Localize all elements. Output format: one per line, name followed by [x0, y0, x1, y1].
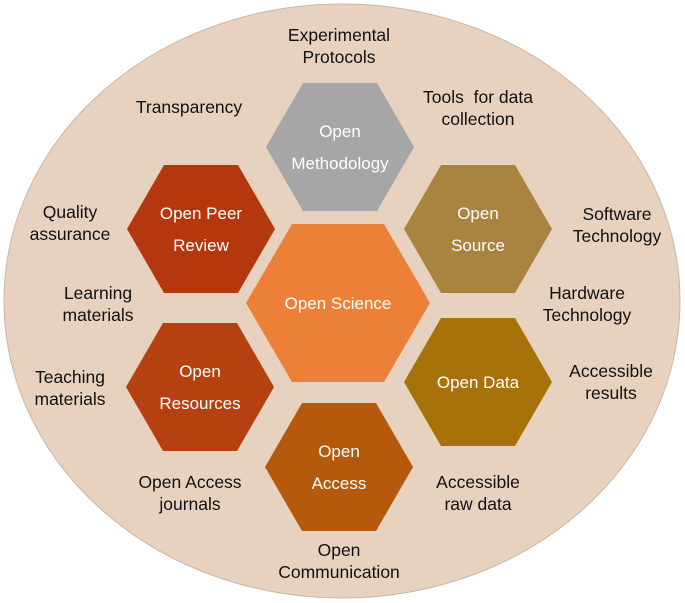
- outer-label-software-technology-line-2: Technology: [573, 226, 662, 246]
- outer-label-tools-for-data-collection-line-2: collection: [442, 109, 515, 129]
- outer-label-tools-for-data-collection-line-1: Tools for data: [423, 87, 533, 107]
- outer-label-transparency: Transparency: [136, 97, 243, 117]
- outer-label-learning-materials-line-2: materials: [63, 305, 134, 325]
- hexagon-shape-lower-left: [126, 323, 274, 451]
- hexagon-shape-top: [266, 83, 414, 211]
- outer-label-hardware-technology-line-2: Technology: [543, 305, 632, 325]
- outer-label-quality-assurance-line-1: Quality: [43, 202, 98, 222]
- hexagon-label-bottom-line-1: Open: [318, 442, 360, 461]
- outer-label-experimental-protocols-line-1: Experimental: [288, 25, 390, 45]
- hexagon-shape-bottom: [265, 403, 413, 531]
- hexagon-shape-upper-left: [127, 165, 275, 293]
- hexagon-label-upper-left-line-1: Open Peer: [160, 204, 243, 223]
- outer-label-quality-assurance-line-2: assurance: [30, 224, 111, 244]
- outer-label-accessible-results-line-2: results: [585, 383, 637, 403]
- hexagon-label-upper-left-line-2: Review: [173, 236, 229, 255]
- outer-label-learning-materials-line-1: Learning: [64, 283, 132, 303]
- hexagon-lower-right: Open Data: [404, 318, 552, 446]
- hexagon-label-center-line-1: Open Science: [285, 294, 392, 313]
- hexagon-label-lower-left-line-1: Open: [179, 362, 221, 381]
- outer-label-open-communication-line-2: Communication: [278, 562, 400, 582]
- hexagon-label-lower-right-line-1: Open Data: [437, 373, 520, 392]
- outer-label-teaching-materials-line-2: materials: [35, 389, 106, 409]
- outer-label-open-communication-line-1: Open: [318, 540, 361, 560]
- hexagon-center: Open Science: [246, 224, 430, 382]
- outer-label-accessible-raw-data-line-2: raw data: [444, 494, 511, 514]
- outer-label-software-technology-line-1: Software: [582, 204, 651, 224]
- hexagon-label-lower-left-line-2: Resources: [159, 394, 240, 413]
- outer-label-teaching-materials-line-1: Teaching: [35, 367, 105, 387]
- hexagon-shape-center: [246, 224, 430, 382]
- hexagon-label-bottom-line-2: Access: [312, 474, 367, 493]
- hexagon-label-upper-right-line-1: Open: [457, 204, 499, 223]
- outer-label-hardware-technology-line-1: Hardware: [549, 283, 625, 303]
- outer-label-experimental-protocols-line-2: Protocols: [303, 47, 376, 67]
- hexagon-label-top-line-1: Open: [319, 122, 361, 141]
- hexagon-shape-lower-right: [404, 318, 552, 446]
- hexagon-shape-upper-right: [404, 165, 552, 293]
- outer-label-accessible-results-line-1: Accessible: [569, 361, 653, 381]
- outer-label-transparency-line-1: Transparency: [136, 97, 243, 117]
- outer-label-open-access-journals-line-2: journals: [158, 494, 221, 514]
- outer-label-accessible-raw-data-line-1: Accessible: [436, 472, 520, 492]
- outer-label-open-access-journals-line-1: Open Access: [138, 472, 241, 492]
- hexagon-label-upper-right-line-2: Source: [451, 236, 505, 255]
- hexagon-label-top-line-2: Methodology: [291, 154, 389, 173]
